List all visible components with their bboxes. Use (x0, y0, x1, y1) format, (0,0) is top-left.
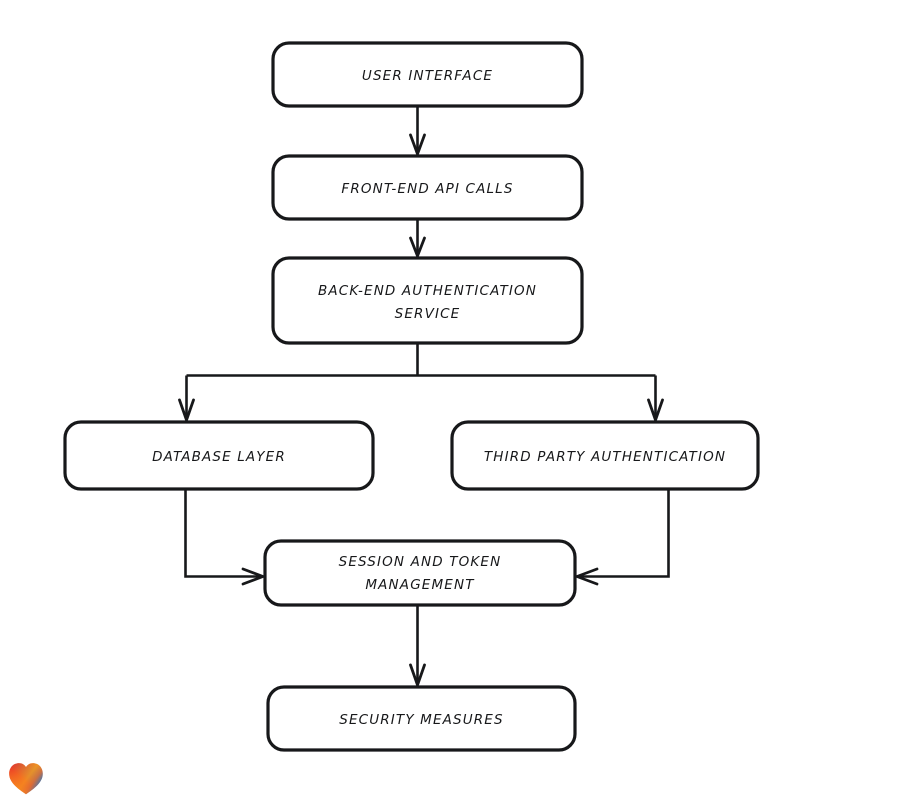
node-back-end-authentication-service-shape (271, 256, 584, 345)
node-database-layer[interactable]: DATABASE LAYER (63, 420, 375, 491)
node-security-measures[interactable]: SECURITY MEASURES (266, 685, 577, 752)
node-back-end-authentication-service-label-line2: SERVICE (395, 306, 461, 322)
edge-ui-to-api (409, 106, 426, 156)
node-front-end-api-calls-shape (271, 154, 584, 221)
node-database-layer-shape (63, 420, 375, 491)
edge-database-to-session (184, 489, 265, 586)
node-third-party-authentication-shape (450, 420, 760, 491)
node-back-end-authentication-service-label-line1: BACK-END AUTHENTICATION (318, 283, 537, 299)
node-user-interface-shape (271, 41, 584, 108)
edge-backend-split-bus (186, 343, 656, 377)
node-security-measures-shape (266, 685, 577, 752)
node-user-interface-label: USER INTERFACE (362, 68, 493, 84)
node-session-and-token-management-shape (263, 539, 577, 607)
node-front-end-api-calls[interactable]: FRONT-END API CALLS (271, 154, 584, 221)
node-third-party-authentication[interactable]: THIRD PARTY AUTHENTICATION (450, 420, 760, 491)
heart-icon-overlay (9, 763, 43, 795)
node-database-layer-label: DATABASE LAYER (152, 449, 286, 465)
node-third-party-authentication-label: THIRD PARTY AUTHENTICATION (484, 449, 726, 465)
heart-icon (9, 763, 43, 795)
node-session-and-token-management-label-line2: MANAGEMENT (365, 577, 475, 593)
edge-session-to-security (409, 605, 426, 687)
node-front-end-api-calls-label: FRONT-END API CALLS (341, 181, 513, 197)
edge-api-to-backend (409, 219, 426, 258)
edge-backend-to-thirdparty (647, 375, 664, 422)
node-back-end-authentication-service[interactable]: BACK-END AUTHENTICATION SERVICE (271, 256, 584, 345)
node-user-interface[interactable]: USER INTERFACE (271, 41, 584, 108)
edge-backend-to-database (178, 375, 195, 422)
edge-thirdparty-to-session (575, 489, 670, 586)
node-session-and-token-management-label-line1: SESSION AND TOKEN (339, 554, 502, 570)
node-session-and-token-management[interactable]: SESSION AND TOKEN MANAGEMENT (263, 539, 577, 607)
node-security-measures-label: SECURITY MEASURES (339, 712, 503, 728)
